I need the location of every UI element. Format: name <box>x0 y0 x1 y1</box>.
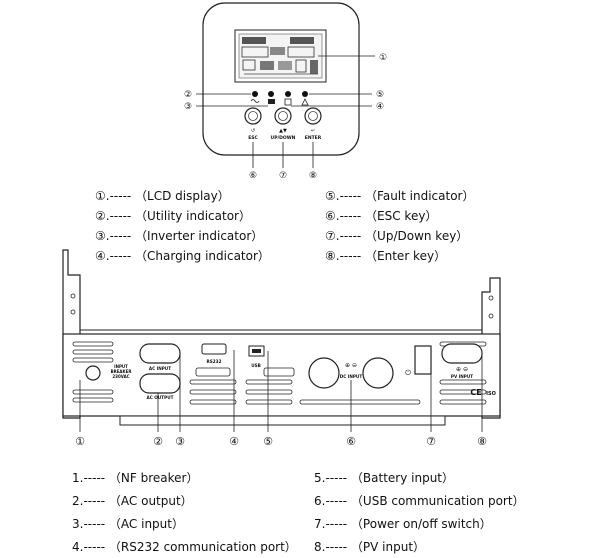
rear-callout-4: ④ <box>229 435 239 448</box>
fault-indicator <box>302 91 308 97</box>
battery-icon <box>284 98 292 106</box>
esc-key[interactable] <box>244 107 262 125</box>
top-legend-item-7: ⑦.----- （Up/Down key） <box>325 229 469 243</box>
pv-input-label: PV INPUT <box>451 374 473 379</box>
left-vents <box>72 341 114 403</box>
panel-callout-8: ⑧ <box>309 171 317 181</box>
pv-input-port[interactable] <box>441 343 483 364</box>
pv-polarity-icon: ⊕ ⊖ <box>456 366 468 373</box>
rear-callout-1: ① <box>75 435 85 448</box>
ac-output-port[interactable] <box>139 373 181 394</box>
charging-indicator <box>285 91 291 97</box>
breaker-label-2: BREAKER <box>111 369 132 374</box>
rear-callout-3: ③ <box>175 435 185 448</box>
updown-key[interactable] <box>274 107 292 125</box>
top-legend-item-8: ⑧.----- （Enter key） <box>325 249 447 263</box>
rear-callout-7: ⑦ <box>426 435 436 448</box>
dc-polarity-icon: ⊕ ⊖ <box>345 362 357 369</box>
power-switch[interactable] <box>414 345 432 375</box>
lcd-display <box>234 29 327 83</box>
rs232-label: RS232 <box>207 359 222 364</box>
dc-input-label: DC INPUT <box>340 374 363 379</box>
rear-callout-5: ⑤ <box>263 435 273 448</box>
inverter-indicator <box>268 91 274 97</box>
rear-callout-8: ⑧ <box>477 435 487 448</box>
ac-output-label: AC OUTPUT <box>147 395 174 400</box>
bottom-legend-item-8: 8.----- （PV input） <box>314 540 426 554</box>
breaker-label-1: INPUT <box>114 364 128 369</box>
iso-mark: ISO <box>486 391 496 397</box>
bottom-legend-item-3: 3.----- （AC input） <box>72 517 184 531</box>
bottom-legend-item-5: 5.----- （Battery input） <box>314 471 455 485</box>
rear-view: INPUT BREAKER 230VAC AC INPUT AC OUTPUT … <box>62 249 501 448</box>
battery-terminal-positive[interactable] <box>308 357 340 389</box>
updown-key-label: UP/DOWN <box>271 135 296 141</box>
bottom-legend-item-2: 2.----- （AC output） <box>72 494 193 508</box>
bottom-legend-item-4: 4.----- （RS232 communication port） <box>72 540 297 554</box>
panel-callout-2: ② <box>184 90 192 100</box>
panel-callout-5: ⑤ <box>376 90 384 100</box>
warning-icon <box>301 98 309 106</box>
inverter-icon <box>268 99 275 104</box>
usb-label: USB <box>251 363 261 368</box>
top-legend-item-1: ①.----- （LCD display） <box>95 189 230 203</box>
nf-breaker[interactable] <box>85 365 101 381</box>
bottom-legend-item-7: 7.----- （Power on/off switch） <box>314 517 492 531</box>
rs232-port[interactable] <box>201 343 227 355</box>
breaker-label-3: 230VAC <box>112 374 129 379</box>
esc-key-label: ESC <box>248 135 258 141</box>
bottom-legend-item-1: 1.----- （NF breaker） <box>72 471 199 485</box>
top-legend-item-2: ②.----- （Utility indicator） <box>95 209 251 223</box>
rear-callout-6: ⑥ <box>346 435 356 448</box>
esc-icon: ↺ <box>251 128 255 134</box>
ac-input-port[interactable] <box>139 343 181 364</box>
top-legend-item-5: ⑤.----- （Fault indicator） <box>325 189 475 203</box>
battery-terminal-negative[interactable] <box>362 357 394 389</box>
rear-callout-2: ② <box>153 435 163 448</box>
panel-callout-1: ① <box>379 53 387 63</box>
ac-input-label: AC INPUT <box>149 366 171 371</box>
panel-callout-3: ③ <box>184 102 192 112</box>
bottom-legend-item-6: 6.----- （USB communication port） <box>314 494 525 508</box>
enter-key[interactable] <box>304 107 322 125</box>
updown-icon: ▲▼ <box>279 128 287 134</box>
ce-mark: CE <box>470 388 481 397</box>
enter-key-label: ENTER <box>305 135 322 141</box>
panel-callout-4: ④ <box>376 102 384 112</box>
utility-icon <box>250 99 260 103</box>
center-vents <box>189 379 421 405</box>
panel-callout-6: ⑥ <box>249 171 257 181</box>
enter-icon: ↵ <box>311 128 315 134</box>
top-legend-item-3: ③.----- （Inverter indicator） <box>95 229 264 243</box>
top-legend-item-6: ⑥.----- （ESC key） <box>325 209 438 223</box>
utility-indicator <box>252 91 258 97</box>
power-icon: ⏻ <box>405 369 411 377</box>
front-panel: ↺ ▲▼ ↵ ESC UP/DOWN ENTER ① ② ③ ④ ⑤ ⑥ ⑦ ⑧ <box>184 2 387 181</box>
top-legend-item-4: ④.----- （Charging indicator） <box>95 249 270 263</box>
panel-callout-7: ⑦ <box>279 171 287 181</box>
